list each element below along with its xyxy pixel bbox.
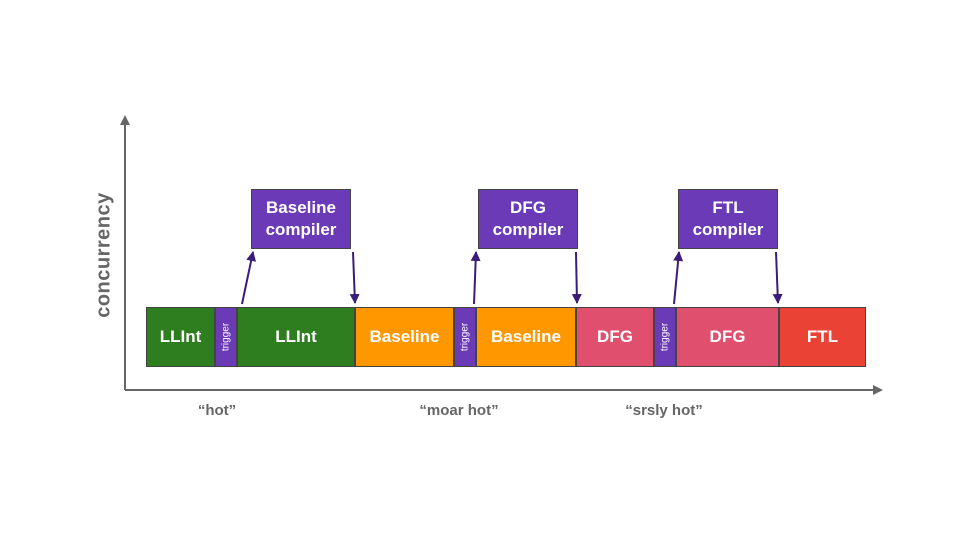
trigger-label: trigger bbox=[659, 322, 671, 352]
dfg-segment-1: DFG bbox=[576, 307, 654, 367]
llint-segment-1: LLInt bbox=[146, 307, 215, 367]
compiler-suffix: compiler bbox=[265, 220, 337, 239]
dfg-compiler-box: DFG compiler bbox=[478, 189, 578, 249]
arrow-to-baseline-compiler bbox=[241, 251, 257, 305]
baseline-segment-1: Baseline bbox=[355, 307, 454, 367]
compiler-name: FTL bbox=[712, 198, 744, 217]
trigger-label: trigger bbox=[220, 322, 232, 352]
trigger-label: trigger bbox=[459, 322, 471, 352]
compiler-name: Baseline bbox=[266, 198, 336, 217]
compiler-suffix: compiler bbox=[492, 220, 564, 239]
trigger-segment-2: trigger bbox=[454, 307, 476, 367]
compiler-name: DFG bbox=[510, 198, 546, 217]
trigger-segment-1: trigger bbox=[215, 307, 237, 367]
y-axis-label: concurrency bbox=[92, 192, 115, 318]
trigger-segment-3: trigger bbox=[654, 307, 676, 367]
dfg-segment-2: DFG bbox=[676, 307, 779, 367]
arrow-to-ftl-compiler bbox=[673, 251, 684, 305]
baseline-segment-2: Baseline bbox=[476, 307, 576, 367]
ftl-segment: FTL bbox=[779, 307, 866, 367]
arrow-to-dfg-compiler bbox=[470, 251, 481, 305]
arrow-from-baseline-compiler bbox=[349, 251, 360, 304]
arrow-from-dfg-compiler bbox=[571, 251, 582, 304]
baseline-compiler-box: Baseline compiler bbox=[251, 189, 351, 249]
caption-hot: “hot” bbox=[197, 402, 237, 419]
arrow-from-ftl-compiler bbox=[772, 251, 783, 304]
compiler-suffix: compiler bbox=[692, 220, 764, 239]
caption-moar-hot: “moar hot” bbox=[419, 402, 499, 419]
caption-srsly-hot: “srsly hot” bbox=[625, 402, 703, 419]
ftl-compiler-box: FTL compiler bbox=[678, 189, 778, 249]
llint-segment-2: LLInt bbox=[237, 307, 355, 367]
